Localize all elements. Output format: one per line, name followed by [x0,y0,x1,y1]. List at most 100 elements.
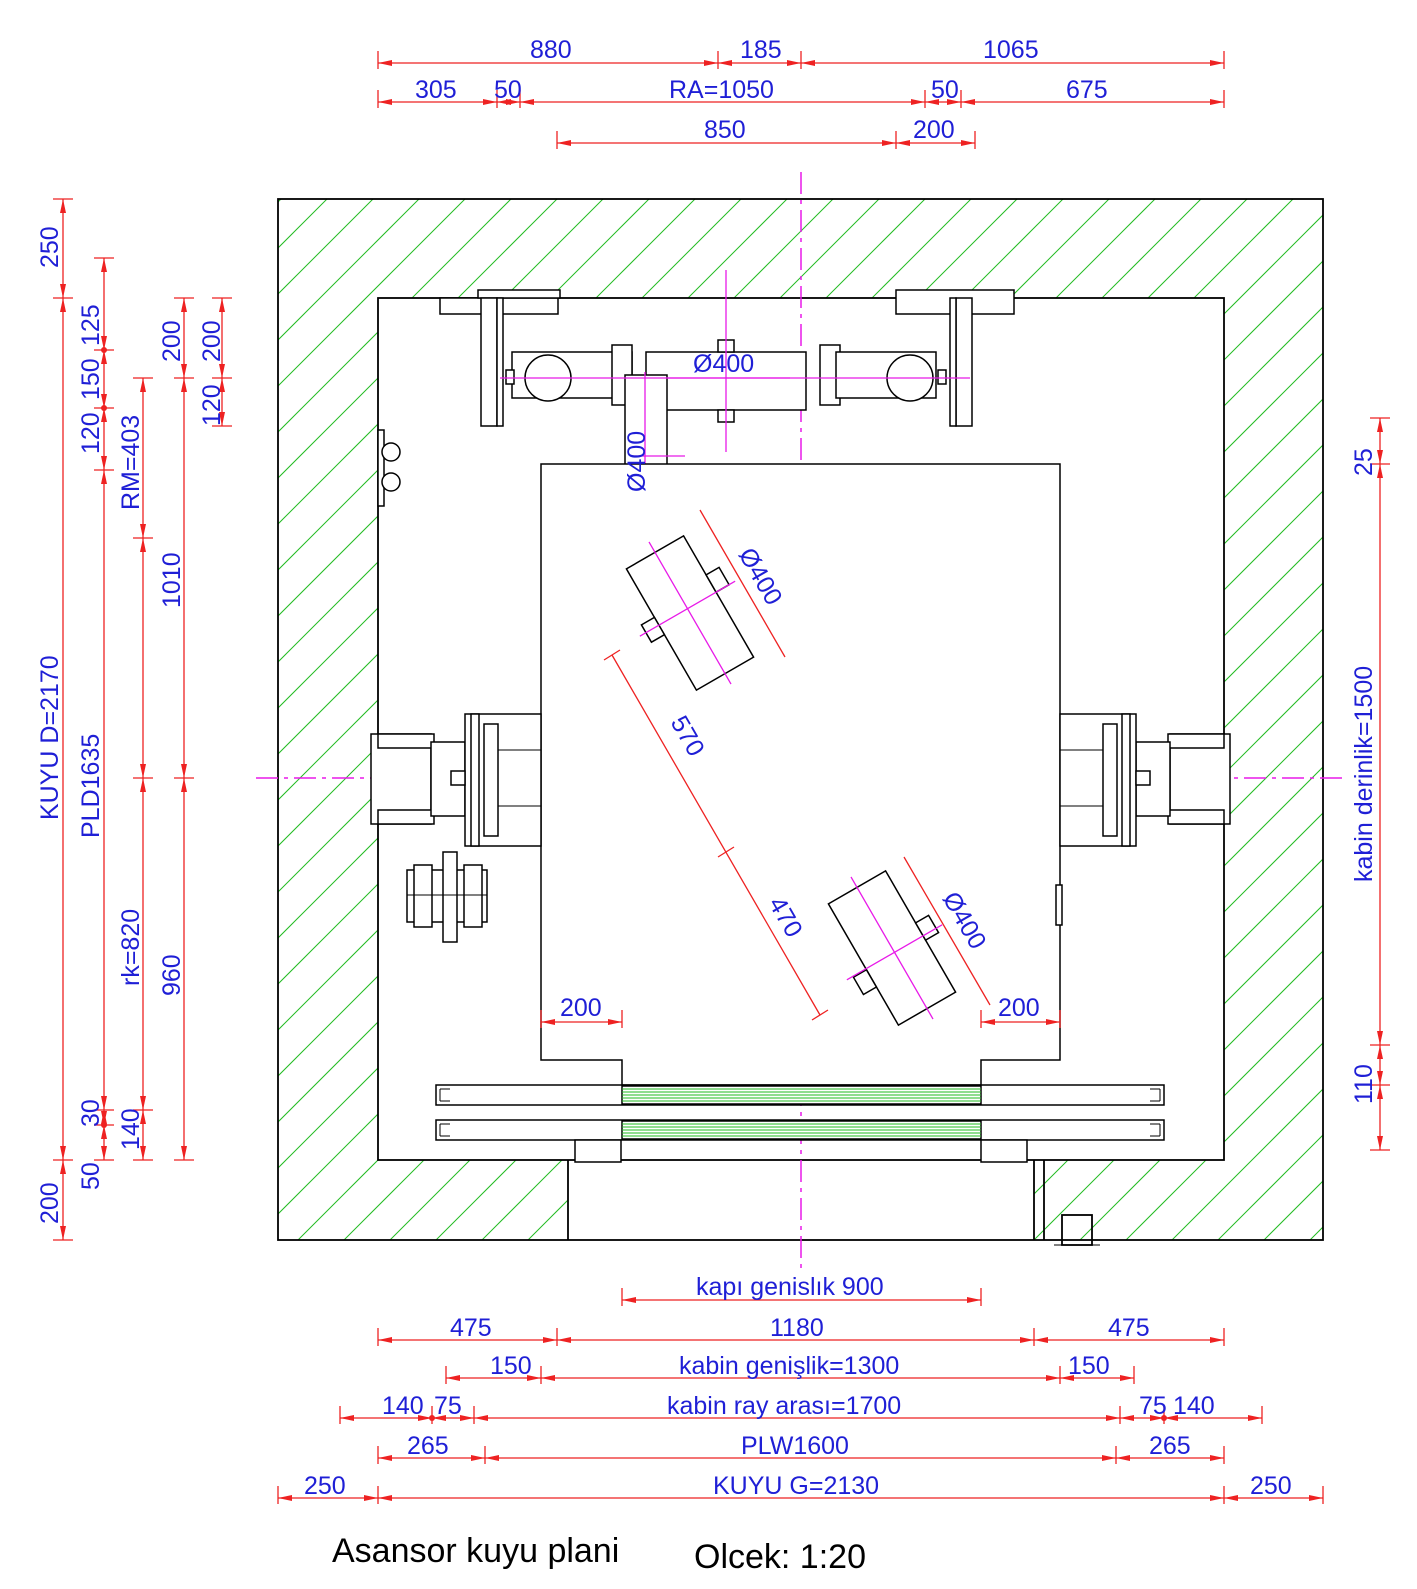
hatch-line [278,199,515,1240]
dim-arrow [704,60,718,66]
right-guide-rail [1059,713,1231,847]
dim-arrow [378,1495,392,1501]
dim-arrow [219,364,225,378]
hatch-line [1069,199,1323,1240]
dim-bottom-475b: 475 [1108,1314,1150,1342]
dim-arrow [140,1096,146,1110]
dim-arrow [446,1375,460,1381]
dim-arrow [483,99,497,105]
dim-bottom-150b: 150 [1068,1352,1110,1380]
dim-arrow [140,1146,146,1160]
dim-arrow [1210,1495,1224,1501]
dim-arrow [471,1455,485,1461]
hatch-line [278,199,469,1240]
dim-arrow [520,99,534,105]
dim-arrow [1377,450,1383,464]
dim-arrow [961,99,975,105]
dim-arrow [101,470,107,484]
dim-left-rm: RM=403 [117,415,145,510]
hatch-line [0,150,146,1250]
dim-arrow [1377,1031,1383,1045]
dim-arrow [1210,99,1224,105]
dim-top-50b: 50 [931,76,959,104]
dim-arrow [527,1375,541,1381]
dim-tick [603,649,621,661]
dim-bottom-265a: 265 [407,1432,449,1460]
dim-right-kabin-derinlik: kabin derinlik=1500 [1350,666,1378,882]
dim-arrow [60,199,66,213]
dim-bottom-kabin-genislik: kabin genişlik=1300 [679,1352,899,1380]
dim-arrow [101,1096,107,1110]
dim-left-125: 125 [77,304,105,346]
dim-left-960: 960 [158,954,186,996]
dim-left-120-inner: 120 [198,384,226,426]
dim-top-850: 850 [704,116,746,144]
dim-pulley-top: Ø400 [693,350,754,378]
dim-top-1065: 1065 [983,36,1039,64]
dim-arrow [911,99,925,105]
dim-arrow [101,1146,107,1160]
dim-arrow [219,412,225,426]
dim-arrow [60,1226,66,1240]
dim-arrow [378,1455,392,1461]
dim-arrow [967,1297,981,1303]
dim-right-25: 25 [1350,448,1378,476]
dim-arrow [1377,418,1383,432]
dim-arrow [60,1146,66,1160]
dimension-lines [53,51,1390,1504]
door-side-fixtures [377,429,401,507]
dim-arrow [1046,1375,1060,1381]
dim-line-diagonal [699,509,786,658]
dim-arrow [1210,1455,1224,1461]
door-sills [435,1084,1165,1163]
dim-arrow [1210,1337,1224,1343]
dim-arrow [140,1110,146,1124]
dim-arrow [1210,60,1224,66]
dim-bottom-75b: 75 [1139,1392,1167,1420]
dim-left-200-bottom: 200 [36,1182,64,1224]
dim-arrow [378,99,392,105]
dim-arrow [101,456,107,470]
dim-bottom-250b: 250 [1250,1472,1292,1500]
dim-arrow [961,140,975,146]
dim-arrow [60,284,66,298]
dim-arrow [557,140,571,146]
dim-dot [101,1122,107,1128]
dim-arrow [947,99,961,105]
dim-arrow [557,1337,571,1343]
dim-arrow [181,1146,187,1160]
dim-arrow [460,1415,474,1421]
dim-top-305: 305 [415,76,457,104]
dim-dot [429,1415,435,1421]
dim-arrow [543,1337,557,1343]
dim-left-1010: 1010 [158,552,186,608]
dim-left-140: 140 [117,1108,145,1150]
dim-arrow [181,764,187,778]
dim-arrow [1224,1495,1238,1501]
dim-arrow [60,298,66,312]
dim-bottom-150a: 150 [490,1352,532,1380]
dim-left-pld: PLD1635 [77,734,105,838]
dim-left-200-top: 200 [158,320,186,362]
dim-top-675: 675 [1066,76,1108,104]
left-guide-rail [370,713,542,847]
dim-arrow [925,99,939,105]
dim-arrow [101,258,107,272]
dim-arrow [378,60,392,66]
dim-arrow [608,1019,622,1025]
dim-arrow [485,1455,499,1461]
dim-arrow [882,140,896,146]
dim-arrow [474,1415,488,1421]
dim-arrow [1102,1455,1116,1461]
dim-arrow [219,298,225,312]
dim-arrow [140,524,146,538]
dim-bottom-kuyu-g: KUYU G=2130 [713,1472,879,1500]
dim-top-ra: RA=1050 [669,76,774,104]
dim-left-kuyu-d: KUYU D=2170 [36,655,64,820]
overspeed-governor [406,851,488,943]
dim-dot [101,405,107,411]
drawing-scale: Olcek: 1:20 [694,1538,866,1576]
dim-arrow [101,408,107,422]
dim-arrow [140,538,146,552]
